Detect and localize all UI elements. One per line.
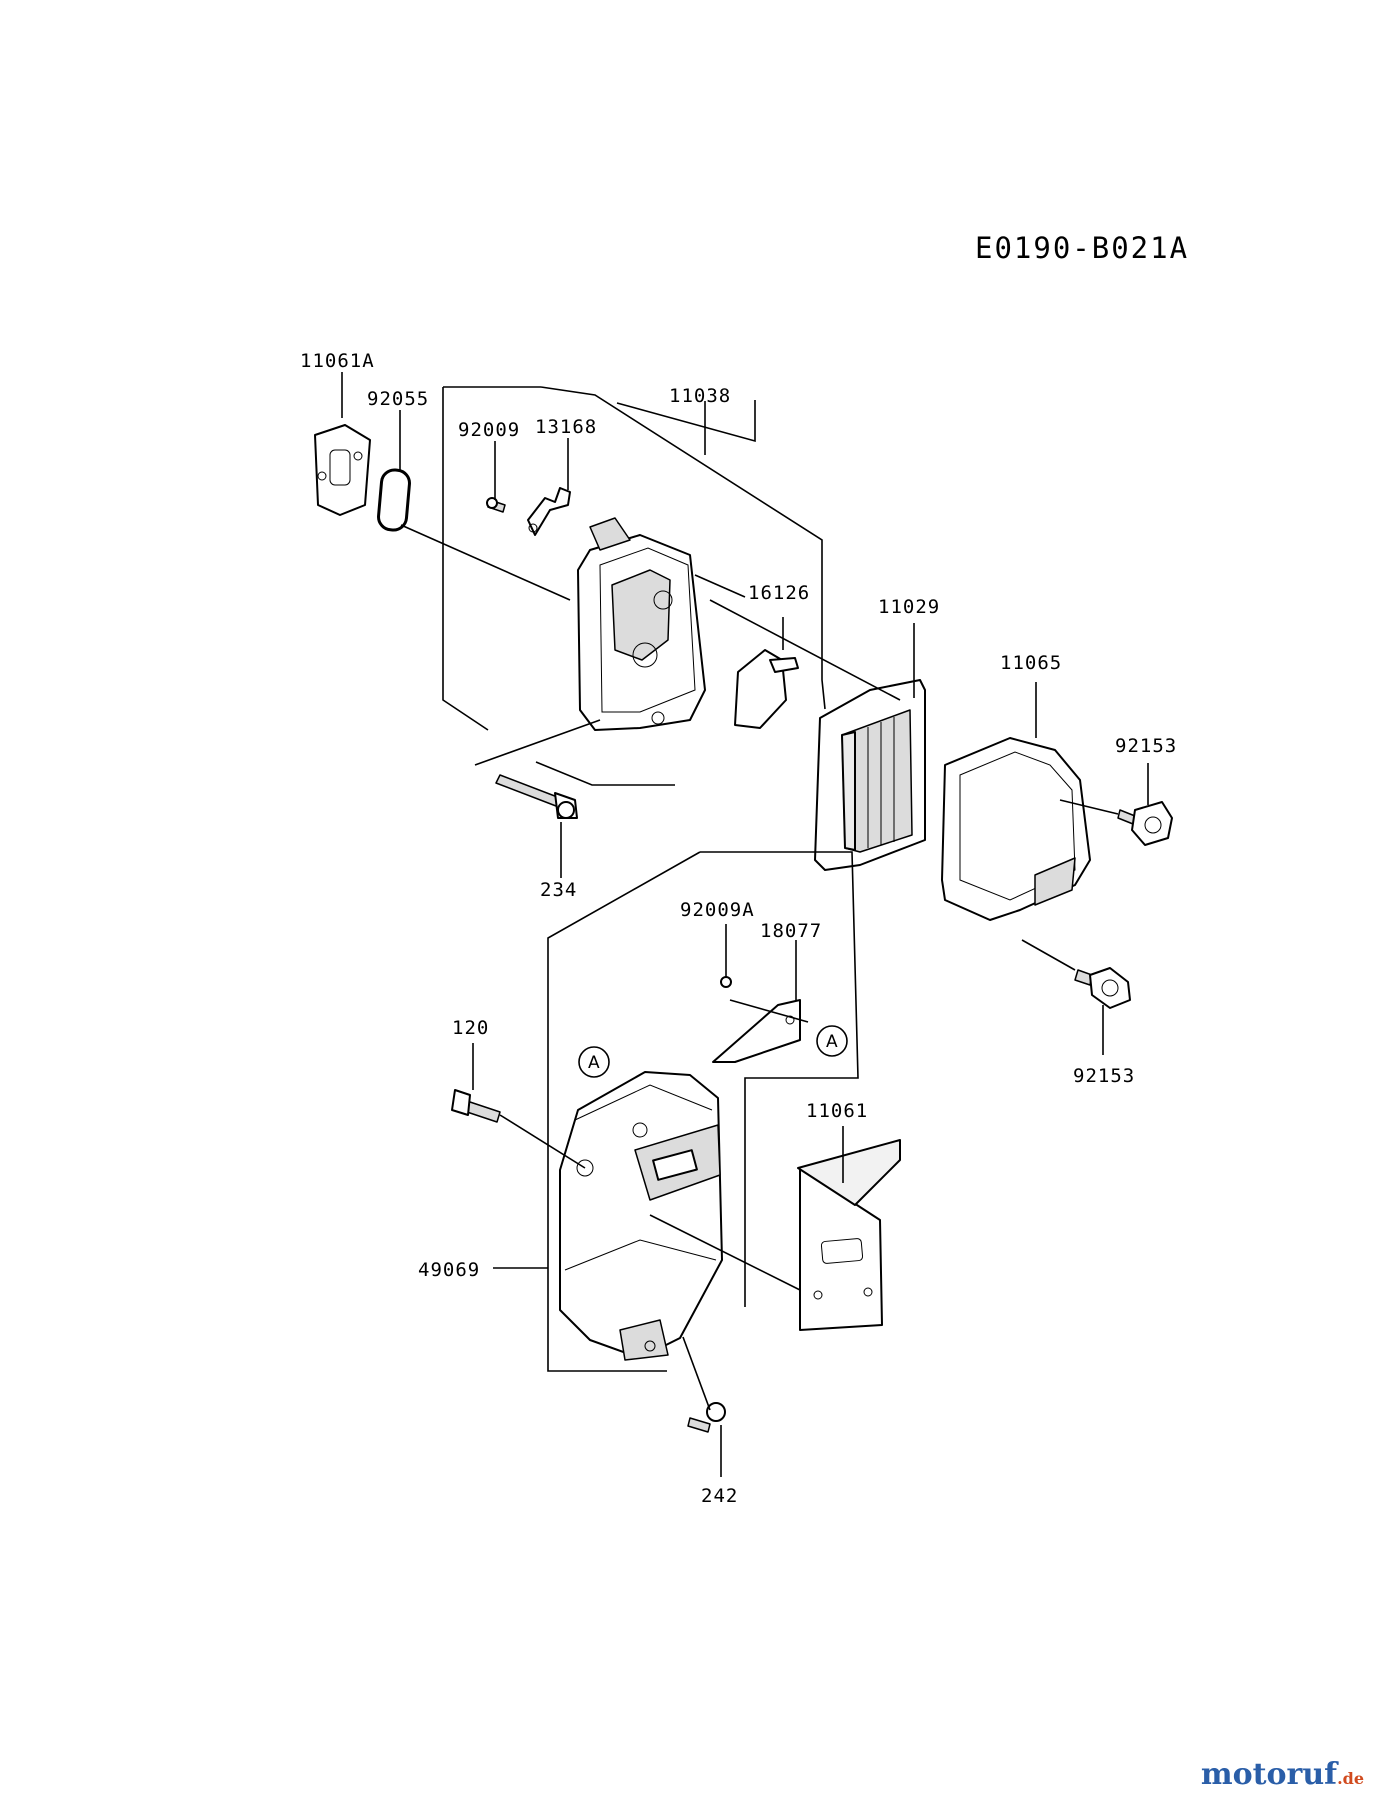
callout-a: A: [816, 1025, 848, 1057]
label-11065: 11065: [1000, 652, 1062, 674]
label-13168: 13168: [535, 416, 597, 438]
gasket-part[interactable]: [314, 424, 371, 516]
lever-part[interactable]: [527, 487, 571, 536]
choke-link-part[interactable]: [734, 649, 799, 729]
screw-part[interactable]: [486, 497, 506, 513]
label-242: 242: [701, 1485, 738, 1507]
label-11038: 11038: [669, 385, 731, 407]
air-cleaner-cover-part[interactable]: [941, 737, 1091, 921]
screw-part[interactable]: [687, 1402, 726, 1433]
o-ring-part[interactable]: [377, 468, 411, 532]
label-11029: 11029: [878, 596, 940, 618]
muffler-part[interactable]: [559, 1071, 723, 1361]
label-92055: 92055: [367, 388, 429, 410]
bolt-part[interactable]: [451, 1089, 501, 1123]
label-92009: 92009: [458, 419, 520, 441]
screw-part[interactable]: [720, 976, 732, 988]
watermark-logo: motoruf.de: [1200, 1757, 1364, 1792]
label-18077: 18077: [760, 920, 822, 942]
label-16126: 16126: [748, 582, 810, 604]
label-234: 234: [540, 879, 577, 901]
diagram-code: E0190-B021A: [975, 231, 1189, 265]
bolt-part[interactable]: [495, 774, 578, 819]
label-49069: 49069: [418, 1259, 480, 1281]
svg-text:A: A: [588, 1053, 600, 1073]
label-11061A: 11061A: [300, 350, 375, 372]
callout-a: A: [578, 1046, 610, 1078]
knob-part[interactable]: [1117, 801, 1173, 846]
assembly-bracket-49069: [547, 851, 859, 1372]
assembly-bracket-11038: [442, 386, 826, 786]
heat-plate-part[interactable]: [712, 999, 801, 1063]
label-120: 120: [452, 1017, 489, 1039]
muffler-gasket-part[interactable]: [797, 1139, 901, 1331]
label-92009A: 92009A: [680, 899, 755, 921]
air-filter-element-part[interactable]: [814, 679, 926, 871]
label-11061: 11061: [806, 1100, 868, 1122]
air-cleaner-base-part[interactable]: [577, 517, 706, 731]
label-92153-upper: 92153: [1115, 735, 1177, 757]
label-92153-lower: 92153: [1073, 1065, 1135, 1087]
svg-text:A: A: [826, 1032, 838, 1052]
knob-part[interactable]: [1074, 967, 1131, 1009]
